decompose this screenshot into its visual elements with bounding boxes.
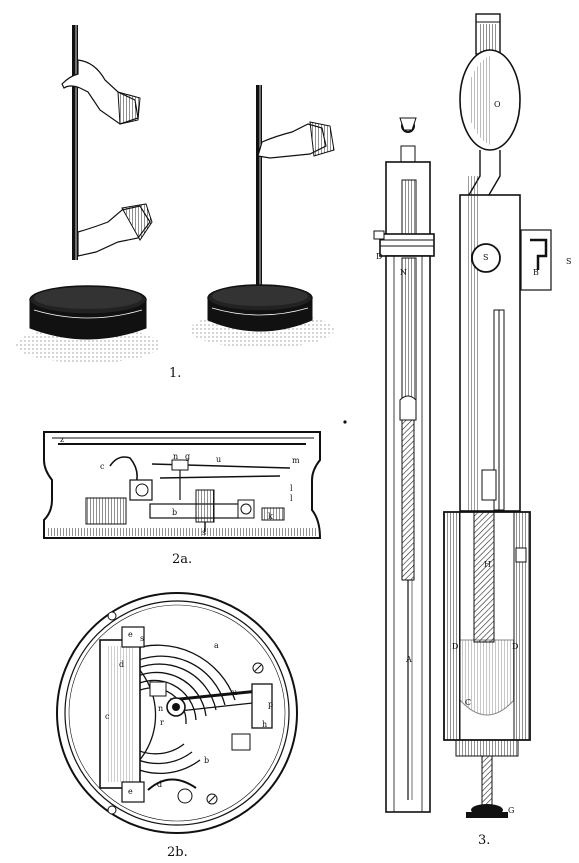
- label-2a-n: n: [173, 452, 179, 461]
- label-3-N: N: [400, 268, 407, 277]
- figure-3: [373, 13, 552, 818]
- label-3-H: H: [484, 560, 491, 569]
- label-2a-s: s: [202, 528, 207, 537]
- figure-2a: [43, 431, 322, 539]
- barometer-column-left: [373, 117, 435, 813]
- figure-2b-caption: 2b.: [167, 845, 188, 860]
- label-3-B: B: [533, 268, 539, 277]
- stray-mark: [343, 420, 347, 424]
- label-2a-k: k: [268, 512, 273, 521]
- label-3-O: O: [494, 100, 501, 109]
- label-2b-h: h: [262, 720, 268, 729]
- label-2b-r: r: [160, 718, 164, 727]
- figure-1: [16, 25, 335, 363]
- label-2b-d-top: d: [119, 660, 125, 669]
- label-2a-u: u: [216, 455, 222, 464]
- hand-left-lower: [77, 203, 153, 257]
- label-2b-s: s: [140, 634, 145, 643]
- label-3-S-center: S: [483, 253, 489, 262]
- hand-left-upper: [61, 59, 141, 125]
- rod-left: [72, 25, 78, 260]
- dish-left: [16, 285, 160, 363]
- dish-right: [190, 284, 334, 348]
- label-2a-g: g: [185, 452, 191, 461]
- label-2a-l2: l: [290, 494, 293, 503]
- label-2b-p: p: [268, 700, 274, 709]
- label-3-C: C: [465, 698, 472, 707]
- label-3-S-side: S: [566, 257, 572, 266]
- label-2a-c: c: [100, 462, 105, 471]
- label-2a-b: b: [172, 508, 178, 517]
- label-2b-e-bottom: e: [128, 787, 133, 796]
- label-2b-u: u: [232, 688, 238, 697]
- hand-right: [257, 121, 335, 159]
- figure-3-caption: 3.: [478, 833, 491, 848]
- label-2a-z: z: [60, 435, 65, 444]
- barometer-column-right: [443, 13, 552, 818]
- label-2b-d-bottom: d: [157, 780, 163, 789]
- label-2a-l1: l: [290, 484, 293, 493]
- label-3-D: D: [376, 252, 383, 261]
- label-3-D-left: D: [452, 642, 459, 651]
- rod-right: [256, 85, 262, 305]
- label-2b-c: c: [105, 712, 110, 721]
- label-2b-n: n: [158, 704, 164, 713]
- figure-2a-caption: 2a.: [172, 552, 193, 567]
- figure-2b: [56, 592, 298, 834]
- label-2b-e-top: e: [128, 630, 133, 639]
- figure-1-caption: 1.: [169, 366, 182, 381]
- label-3-D-right: D: [512, 642, 519, 651]
- label-3-G: G: [508, 806, 515, 815]
- label-2b-b: b: [204, 756, 210, 765]
- label-3-A: A: [406, 655, 412, 664]
- label-2b-a: a: [214, 641, 219, 650]
- label-2a-m: m: [292, 456, 300, 465]
